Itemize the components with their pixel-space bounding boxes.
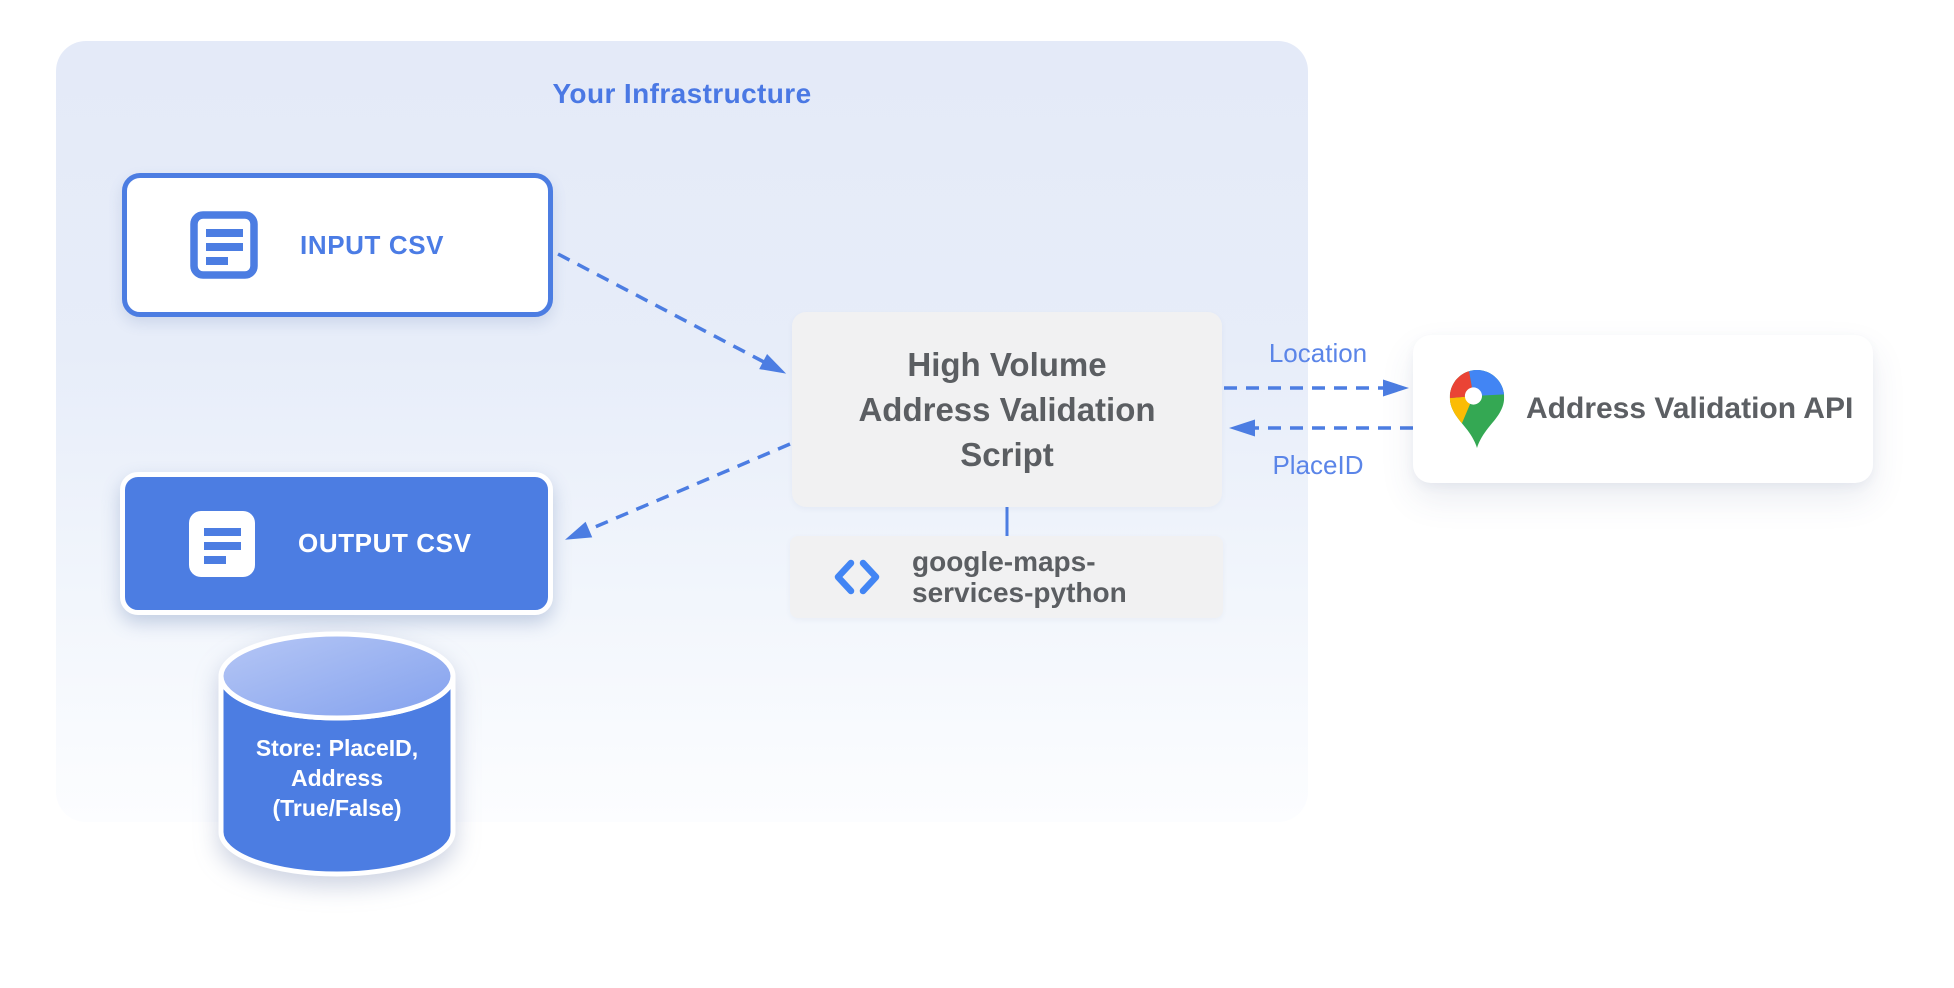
api-node: Address Validation API (1413, 335, 1873, 483)
output-csv-node: OUTPUT CSV (120, 472, 553, 615)
database-cylinder (214, 630, 460, 882)
script-label-line1: High Volume (907, 346, 1107, 383)
database-label-line2: Address (290, 765, 384, 791)
script-node: High Volume Address Validation Script (792, 312, 1222, 507)
code-icon (834, 559, 880, 595)
output-csv-label: OUTPUT CSV (298, 528, 472, 558)
edge-label-location: Location (1268, 338, 1368, 368)
database-label-line1: Store: PlaceID, (255, 735, 419, 761)
api-label: Address Validation API (1526, 392, 1854, 425)
library-label-line2: services-python (912, 577, 1127, 608)
input-csv-node: INPUT CSV (122, 173, 553, 317)
infrastructure-title: Your Infrastructure (552, 78, 812, 109)
library-label: google-maps- services-python (912, 546, 1127, 608)
database-label-line3: (True/False) (272, 795, 402, 821)
library-label-line1: google-maps- (912, 546, 1096, 577)
database-label: Store: PlaceID, Address (True/False) (214, 733, 460, 823)
input-csv-label: INPUT CSV (300, 229, 445, 260)
edge-label-placeid: PlaceID (1272, 450, 1364, 480)
library-node: google-maps- services-python (790, 536, 1223, 618)
document-icon (189, 510, 255, 577)
document-icon (190, 211, 258, 279)
script-label-line2: Address Validation (858, 391, 1156, 428)
google-maps-pin-icon (1449, 370, 1505, 448)
script-label-line3: Script (960, 436, 1054, 473)
